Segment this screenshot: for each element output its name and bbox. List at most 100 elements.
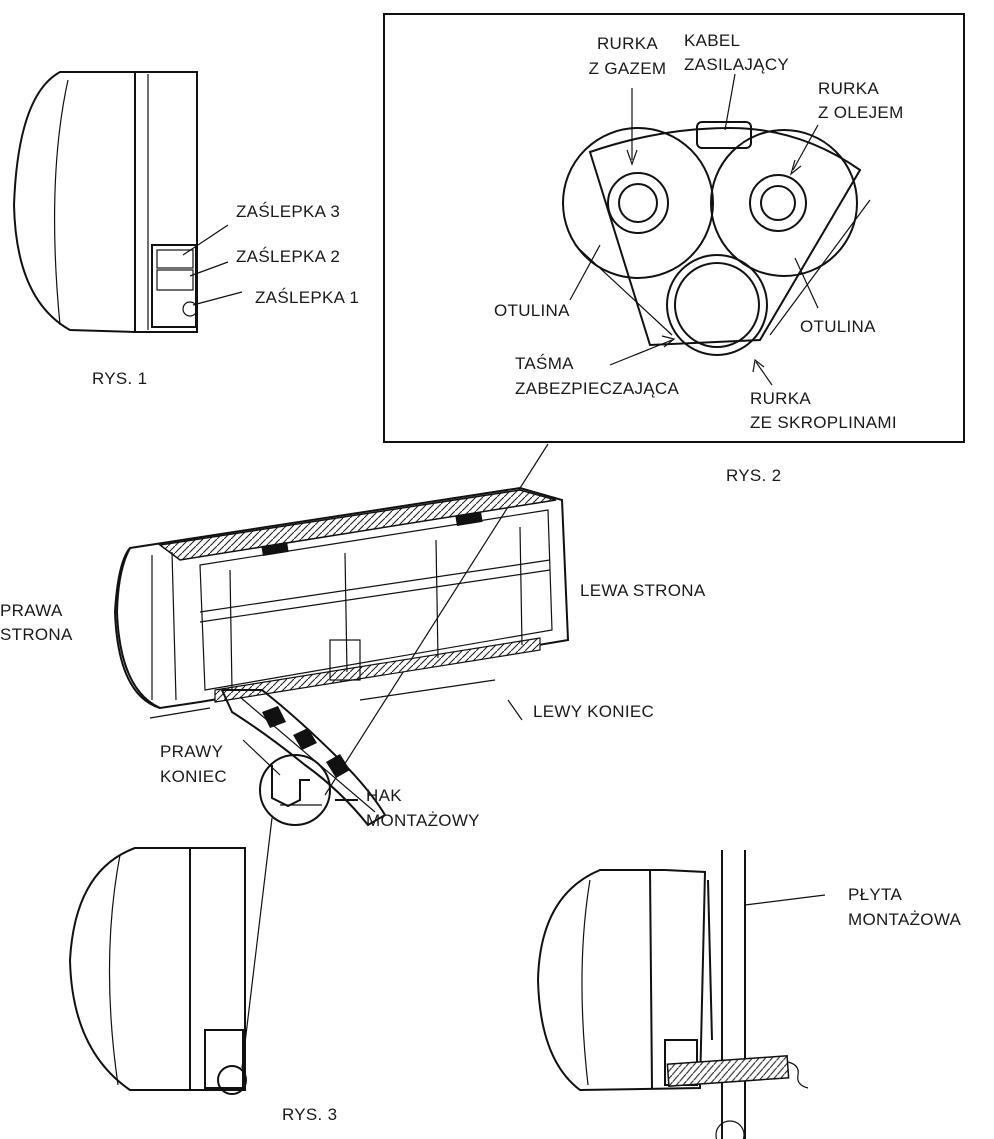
fig2-oil-pipe-inner <box>760 185 796 221</box>
fig3-unit-right-curve <box>581 879 591 1086</box>
fig2-frame <box>383 13 965 443</box>
fig1-leader-3 <box>182 224 229 256</box>
fig3-unit-left-curve <box>108 854 121 1086</box>
unit-right-cap <box>115 547 161 709</box>
fig3-unit-left-port <box>204 1029 244 1089</box>
dim-left-end <box>359 679 496 701</box>
fig2-label-insulation-right: OTULINA <box>800 317 876 336</box>
fig2-oil-insulation <box>710 129 858 277</box>
fig3-caption: RYS. 3 <box>282 1105 338 1124</box>
fig2-label-cable-2: ZASILAJĄCY <box>684 55 790 74</box>
fig2-leader-oil <box>792 124 819 171</box>
fig2-condensate-pipe-outer <box>666 254 768 356</box>
unit-rib-1 <box>229 569 233 691</box>
fig2-label-gas-2: Z GAZEM <box>588 59 667 78</box>
fig1-label-cap3: ZAŚLEPKA 3 <box>236 202 341 221</box>
fig1-caption: RYS. 1 <box>92 369 148 388</box>
fig3-leader-plate <box>744 894 826 906</box>
fig3-detail-circle-small <box>217 1065 247 1095</box>
unit-label-right-side-2: STRONA <box>0 625 73 644</box>
fig2-label-cable-1: KABEL <box>684 31 741 50</box>
fig3-wall-sleeve <box>715 1120 745 1139</box>
fig2-label-condensate-2: ZE SKROPLINAMI <box>750 413 897 432</box>
unit-grille-clip-right <box>455 512 483 526</box>
fig1-leader-1 <box>192 291 243 306</box>
dim-right-end-upper <box>149 707 211 719</box>
fig3-label-hook-1: HAK <box>366 786 402 805</box>
fig3-label-plate-2: MONTAŻOWA <box>848 910 962 929</box>
dim-right-end-lower <box>242 739 281 776</box>
fig2-gas-insulation <box>562 127 714 279</box>
fig2-gas-pipe-inner <box>618 183 658 223</box>
fig2-cross-section <box>383 13 965 443</box>
fig2-arrow-gas <box>626 149 638 166</box>
fig2-label-tape-1: TAŚMA <box>515 354 574 373</box>
unit-tape-band-3 <box>326 754 350 778</box>
unit-rail-lower <box>199 569 551 623</box>
unit-rib-2 <box>344 552 348 673</box>
fig3-unit-right-edge <box>649 869 653 1089</box>
fig2-leader-insulation-right <box>794 257 819 309</box>
fig3-wall-pipe <box>666 1055 790 1087</box>
fig1-cap-2 <box>156 269 194 291</box>
unit-rail-upper <box>199 559 551 613</box>
unit-rib-3 <box>435 539 439 659</box>
fig2-label-condensate-1: RURKA <box>750 389 812 408</box>
fig1-body-back <box>134 71 198 333</box>
fig2-caption: RYS. 2 <box>726 466 782 485</box>
fig2-arrow-oil <box>789 159 802 176</box>
unit-body-outline <box>113 486 570 710</box>
fig1-cap-3 <box>156 249 194 269</box>
unit-label-right-side-1: PRAWA <box>0 601 63 620</box>
fig3-detail-link <box>241 817 273 1069</box>
unit-tape-band-2 <box>293 728 317 750</box>
unit-back-panel <box>199 509 553 691</box>
unit-center-bracket <box>329 639 361 681</box>
fig1-label-cap1: ZAŚLEPKA 1 <box>255 288 360 307</box>
fig3-detail-circle-large <box>259 754 331 826</box>
fig1-body-curve <box>53 79 69 326</box>
fig2-power-cable <box>696 121 752 149</box>
fig2-arrow-condensate <box>752 358 765 373</box>
fig2-label-oil-1: RURKA <box>818 79 880 98</box>
fig2-label-tape-2: ZABEZPIECZAJĄCA <box>515 379 680 398</box>
fig2-wrap-outline <box>588 126 862 347</box>
fig2-label-oil-2: Z OLEJEM <box>818 103 904 122</box>
fig2-leader-tape <box>609 339 673 366</box>
unit-pipe-stripe <box>239 696 376 813</box>
unit-rear-view <box>113 443 570 827</box>
unit-label-left-side: LEWA STRONA <box>580 581 706 600</box>
fig3-pipe-end <box>787 1061 809 1089</box>
unit-top-grille <box>158 489 557 561</box>
fig3-label-plate-1: PŁYTA <box>848 885 903 904</box>
fig3-unit-left-body <box>68 847 246 1091</box>
fig1-side-view <box>12 71 243 333</box>
unit-rib-4 <box>519 526 523 646</box>
fig3-label-hook-2: MONTAŻOWY <box>366 811 480 830</box>
unit-label-left-end: LEWY KONIEC <box>533 702 655 721</box>
fig2-condensate-pipe-inner <box>674 262 760 348</box>
fig2-leader-condensate <box>755 361 773 386</box>
fig2-leader-cable <box>724 73 736 131</box>
leader-left-end <box>507 699 523 721</box>
fig3-unit-right-body <box>536 869 707 1092</box>
fig1-leader-2 <box>189 261 229 277</box>
fig1-body-front <box>12 71 136 333</box>
fig3-hook-shape <box>271 765 310 808</box>
fig3-hook-view <box>68 754 826 1139</box>
fig1-cap-frame <box>151 244 197 328</box>
fig2-gas-pipe-outer <box>607 172 669 234</box>
unit-tape-band-1 <box>262 706 286 728</box>
fig2-label-insulation-left: OTULINA <box>494 301 570 320</box>
fig2-arrow-tape <box>661 335 676 348</box>
fig2-label-gas-1: RURKA <box>596 34 658 53</box>
unit-bottom-channel <box>214 637 541 703</box>
fig3-mounting-plate <box>707 879 713 1041</box>
unit-label-right-end-1: PRAWY <box>160 742 224 761</box>
unit-right-edge-2 <box>171 551 177 701</box>
unit-label-right-end-2: KONIEC <box>160 767 227 786</box>
fig2-oil-pipe-outer <box>749 174 807 232</box>
fig1-cap-1 <box>182 301 198 317</box>
